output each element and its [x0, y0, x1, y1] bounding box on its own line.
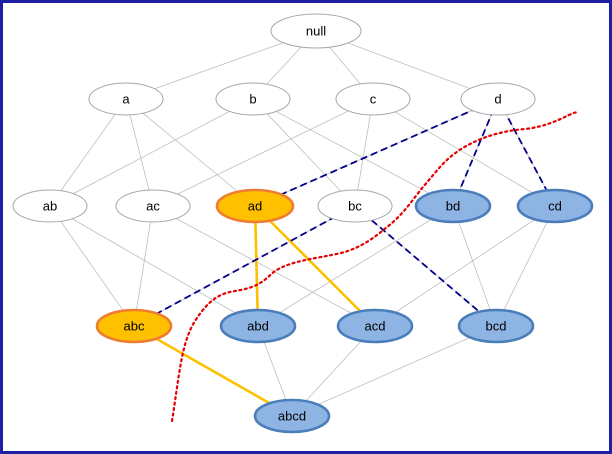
- node-abcd: abcd: [253, 398, 331, 434]
- lattice-edge-a-ad: [125, 98, 256, 207]
- node-d: d: [460, 82, 536, 116]
- node-null: null: [270, 13, 362, 49]
- node-label-abc: abc: [124, 319, 145, 334]
- frequent-border-dotted-line: [170, 111, 581, 423]
- highlight-edge-abc-abcd: [133, 324, 293, 418]
- lattice-edge-b-ab: [49, 98, 254, 207]
- node-ellipse-cd: [516, 188, 594, 224]
- lattice-edge-a-ac: [125, 98, 154, 207]
- node-label-ad: ad: [248, 199, 262, 214]
- node-ellipse-null: [270, 13, 362, 49]
- lattice-edge-c-ac: [152, 98, 374, 207]
- node-abd: abd: [219, 308, 297, 344]
- dashed-edge-d-bd: [452, 98, 499, 207]
- node-label-null: null: [306, 24, 326, 39]
- node-label-bd: bd: [446, 199, 460, 214]
- node-ellipse-c: [335, 82, 411, 116]
- node-ellipse-bd: [414, 188, 492, 224]
- lattice-edge-cd-acd: [374, 205, 556, 327]
- node-ellipse-d: [460, 82, 536, 116]
- node-label-bc: bc: [348, 199, 362, 214]
- node-label-d: d: [494, 92, 501, 107]
- lattice-edge-bcd-abcd: [291, 325, 497, 417]
- node-ac: ac: [115, 189, 191, 223]
- dashed-edge-d-ad: [254, 98, 499, 207]
- lattice-edge-ab-abc: [49, 205, 135, 327]
- node-label-a: a: [122, 92, 130, 107]
- node-ad: ad: [215, 188, 295, 224]
- node-ellipse-bc: [317, 189, 393, 223]
- node-bc: bc: [317, 189, 393, 223]
- lattice-edge-bd-bcd: [452, 205, 497, 327]
- node-bcd: bcd: [457, 308, 535, 344]
- node-label-c: c: [370, 92, 377, 107]
- node-ellipse-ad: [215, 188, 295, 224]
- lattice-edge-ab-abd: [49, 205, 259, 327]
- node-label-acd: acd: [365, 319, 386, 334]
- lattice-edge-bd-abd: [257, 205, 454, 327]
- node-ellipse-abcd: [253, 398, 331, 434]
- highlight-edge-ad-acd: [254, 205, 376, 327]
- node-ellipse-acd: [336, 308, 414, 344]
- lattice-edge-ac-acd: [152, 205, 376, 327]
- node-ellipse-ab: [12, 189, 88, 223]
- lattice-edge-c-bc: [354, 98, 374, 207]
- node-label-bcd: bcd: [486, 319, 507, 334]
- node-abc: abc: [95, 308, 173, 344]
- node-c: c: [335, 82, 411, 116]
- node-acd: acd: [336, 308, 414, 344]
- highlight-edge-ad-abd: [253, 205, 260, 327]
- node-a: a: [88, 82, 164, 116]
- node-b: b: [215, 82, 291, 116]
- lattice-edge-ac-abc: [133, 205, 154, 327]
- node-label-b: b: [249, 92, 256, 107]
- node-cd: cd: [516, 188, 594, 224]
- node-label-abcd: abcd: [278, 409, 306, 424]
- node-label-cd: cd: [548, 199, 562, 214]
- highlight-edges: [133, 205, 376, 418]
- lattice-edge-b-bd: [252, 98, 454, 207]
- node-bd: bd: [414, 188, 492, 224]
- dashed-edges: [133, 98, 556, 327]
- dashed-edge-bc-abc: [133, 205, 356, 327]
- lattice-edge-a-ab: [49, 98, 127, 207]
- dashed-edge-d-cd: [497, 98, 556, 207]
- node-ab: ab: [12, 189, 88, 223]
- node-ellipse-bcd: [457, 308, 535, 344]
- node-ellipse-ac: [115, 189, 191, 223]
- node-ellipse-a: [88, 82, 164, 116]
- node-label-ac: ac: [146, 199, 160, 214]
- node-label-abd: abd: [247, 319, 269, 334]
- dashed-edge-bc-bcd: [354, 205, 497, 327]
- node-ellipse-b: [215, 82, 291, 116]
- node-ellipse-abd: [219, 308, 297, 344]
- node-label-ab: ab: [43, 199, 57, 214]
- lattice-edge-b-bc: [252, 98, 356, 207]
- node-ellipse-abc: [95, 308, 173, 344]
- lattice-edge-c-cd: [372, 98, 556, 207]
- lattice-edge-cd-bcd: [495, 205, 556, 327]
